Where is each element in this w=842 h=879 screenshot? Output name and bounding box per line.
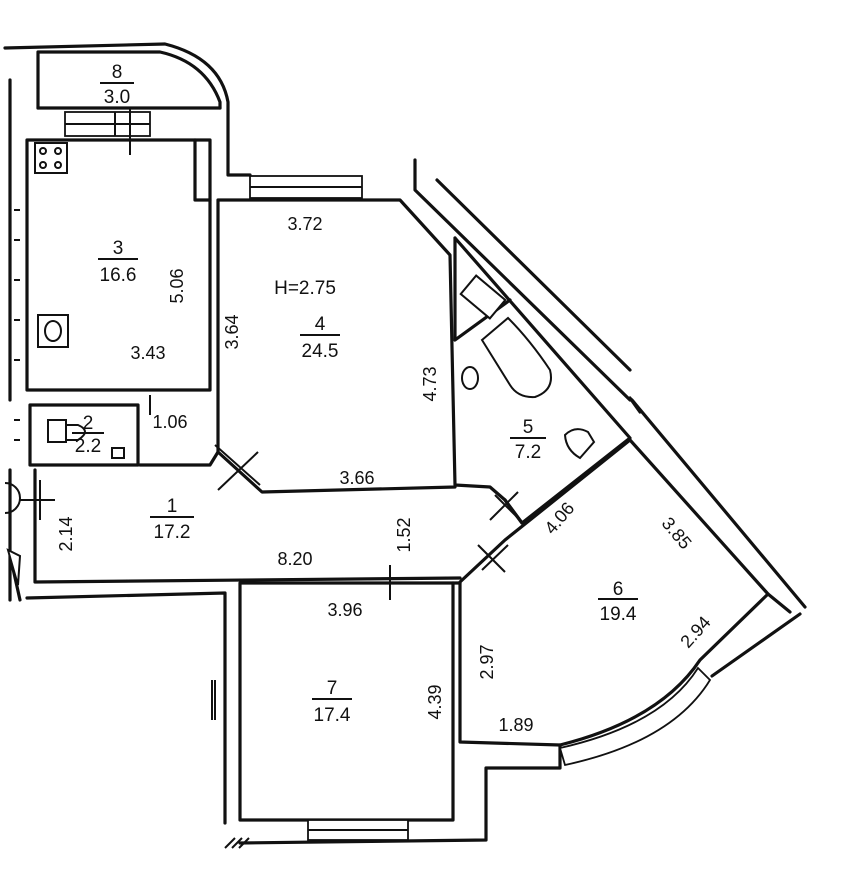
fixtures	[6, 142, 596, 586]
room-2-area: 2.2	[75, 436, 101, 457]
door-swing-triangle	[6, 548, 22, 586]
window-bay-room-6	[558, 666, 712, 767]
dim-r6-left: 2.97	[477, 644, 497, 679]
dim-r3-width: 3.43	[130, 343, 165, 363]
entrance-arc	[4, 482, 21, 514]
outer-diagonal-wall	[413, 158, 632, 402]
room-6-area: 19.4	[600, 604, 637, 625]
room-labels: 8 3.0 3 16.6 H=2.75 4 24.5 2 2.2 5 7.2 1…	[72, 62, 638, 726]
room-5-area: 7.2	[515, 442, 541, 463]
room-5-number: 5	[523, 417, 534, 438]
room-3-outline	[25, 138, 212, 392]
room-7-number: 7	[327, 678, 338, 699]
dim-r4-top: 3.72	[287, 214, 322, 234]
washing-machine-icon	[459, 274, 507, 320]
room-3-number: 3	[113, 238, 124, 259]
door-room-4	[214, 444, 261, 486]
dim-r4-left: 3.64	[222, 314, 242, 349]
dim-r6-bottom: 1.89	[498, 715, 533, 735]
room-8-number: 8	[112, 62, 123, 83]
room-5-outline	[453, 236, 632, 525]
room-4-number: 4	[315, 314, 326, 335]
dim-r3-height: 5.06	[167, 268, 187, 303]
balcony-wall	[36, 50, 222, 110]
windows	[64, 111, 712, 841]
dim-r7-top: 3.96	[327, 600, 362, 620]
door-room-5	[494, 494, 521, 521]
walls	[3, 42, 807, 849]
dim-r1-right: 1.52	[394, 517, 414, 552]
room-1-area: 17.2	[154, 522, 191, 543]
doors	[4, 108, 521, 600]
ceiling-height: H=2.75	[274, 278, 336, 299]
dim-r6-right: 3.85	[658, 513, 696, 553]
dim-r1-left: 2.14	[56, 516, 76, 551]
room-2-outline	[28, 403, 140, 467]
dim-r2-width: 1.06	[152, 412, 187, 432]
room-2-number: 2	[83, 413, 94, 434]
room-6-outline	[458, 438, 770, 747]
toilet-5-icon	[563, 428, 596, 460]
bathtub-icon	[480, 316, 552, 399]
room-1-number: 1	[167, 496, 178, 517]
door-room-6	[477, 544, 506, 573]
room-8-area: 3.0	[104, 87, 130, 108]
washbasin-icon	[47, 419, 67, 443]
kitchen-sink-icon	[37, 314, 69, 348]
stove-icon	[34, 142, 68, 174]
room-6-number: 6	[613, 579, 624, 600]
bath-sink-icon	[461, 366, 479, 390]
dim-r7-right: 4.39	[425, 684, 445, 719]
corridor-outline	[33, 450, 462, 584]
room-7-area: 17.4	[314, 705, 351, 726]
room-4-area: 24.5	[302, 341, 339, 362]
room-3-area: 16.6	[100, 265, 137, 286]
dim-r6-diag: 2.94	[676, 612, 714, 651]
dim-r1-width: 8.20	[277, 549, 312, 569]
dim-r4-bottom: 3.66	[339, 468, 374, 488]
dim-r4-right: 4.73	[420, 366, 440, 401]
balcony-outer-wall	[3, 42, 252, 177]
dimension-labels: 5.06 3.43 3.72 3.64 4.73 3.66 1.06 2.14 …	[56, 214, 715, 735]
